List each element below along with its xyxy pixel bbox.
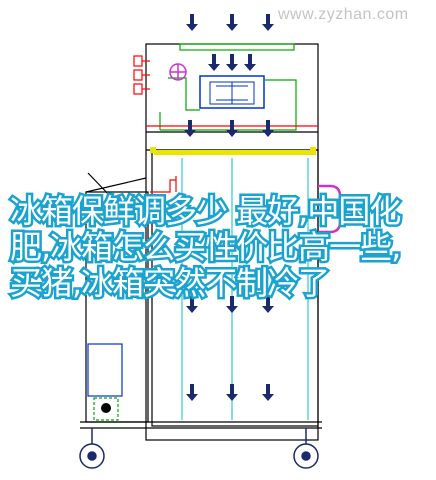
control-valves bbox=[133, 55, 318, 127]
down-arrow-icon bbox=[262, 296, 274, 313]
watermark-text: www.zyzhan.com bbox=[278, 6, 409, 23]
down-arrow-icon bbox=[226, 120, 238, 137]
door-handle bbox=[318, 184, 342, 234]
control-box bbox=[87, 343, 123, 397]
down-arrow-icon bbox=[226, 296, 238, 313]
filter-bar bbox=[154, 150, 316, 155]
overlay-title: 冰箱保鲜调多少 最好,中国化肥,冰箱怎么买性价比高一些,买猪,冰箱突然不制冷了 bbox=[8, 191, 404, 304]
down-arrow-icon bbox=[262, 120, 274, 137]
down-arrow-icon bbox=[226, 384, 238, 401]
down-arrow-icon bbox=[186, 296, 198, 313]
casters bbox=[79, 428, 319, 469]
top-airflow-arrows bbox=[186, 14, 274, 31]
corner-markers bbox=[150, 147, 316, 153]
down-arrow-icon bbox=[226, 14, 238, 31]
wiring-lines bbox=[159, 43, 297, 131]
blower-unit bbox=[199, 75, 265, 109]
mid-airflow-arrows bbox=[184, 54, 274, 137]
down-arrow-icon bbox=[226, 54, 238, 71]
glass-panel bbox=[181, 158, 309, 420]
pump-icon bbox=[93, 397, 119, 421]
down-arrow-icon bbox=[186, 14, 198, 31]
down-arrow-icon bbox=[184, 120, 196, 137]
bottom-airflow-arrows bbox=[186, 296, 274, 401]
down-arrow-icon bbox=[262, 384, 274, 401]
down-arrow-icon bbox=[262, 14, 274, 31]
fan-icon bbox=[169, 63, 187, 81]
caster-wheel-icon bbox=[293, 428, 319, 469]
water-line bbox=[150, 176, 177, 193]
caster-wheel-icon bbox=[79, 428, 105, 469]
down-arrow-icon bbox=[186, 384, 198, 401]
down-arrow-icon bbox=[244, 54, 256, 71]
down-arrow-icon bbox=[208, 54, 220, 71]
